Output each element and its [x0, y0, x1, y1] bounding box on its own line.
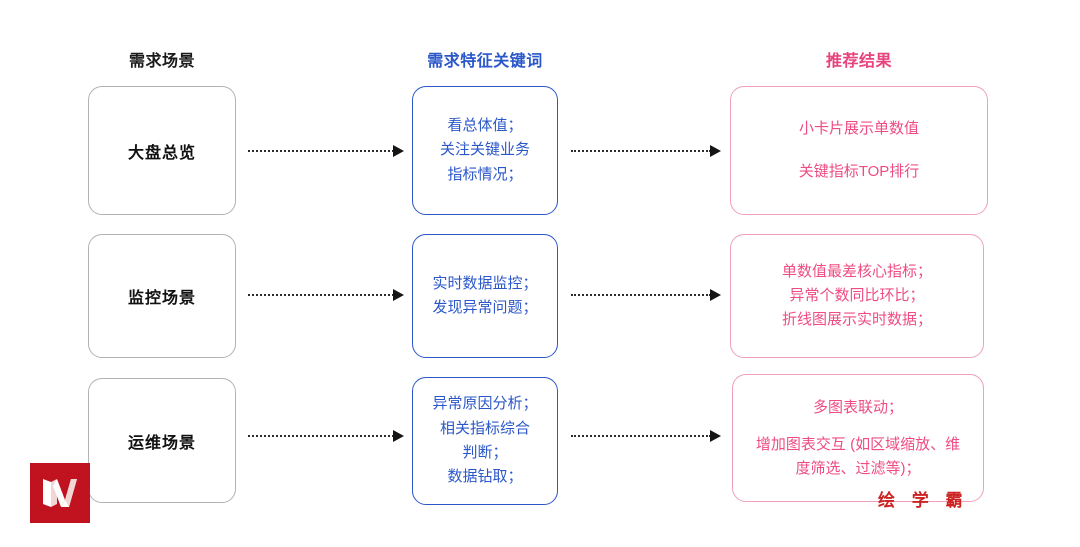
arrow-line [248, 294, 394, 296]
arrow-head-icon [393, 289, 404, 301]
column-heading-scene: 需求场景 [128, 53, 195, 70]
arrow-head-icon [710, 145, 721, 157]
keyword-card-3-line-4: 数据钻取； [447, 468, 523, 486]
arrow-line [571, 435, 711, 437]
arrow-line [571, 294, 711, 296]
result-card-3-line-1: 多图表联动； [812, 399, 903, 417]
keyword-card-3-line-3: 判断； [462, 444, 508, 461]
scene-card-3-label: 运维场景 [127, 434, 196, 452]
result-card-3[interactable]: 多图表联动； 增加图表交互 (如区域缩放、维度筛选、过滤等)； [732, 374, 984, 502]
result-card-2-line-3: 折线图展示实时数据； [781, 311, 932, 329]
result-card-3-line-2: 增加图表交互 (如区域缩放、维度筛选、过滤等)； [755, 436, 961, 477]
arrow-scene-to-keyword-3 [248, 430, 404, 442]
keyword-card-3-line-2: 相关指标综合 [439, 419, 530, 437]
scene-card-1[interactable]: 大盘总览 [88, 86, 236, 215]
keyword-card-2-line-1: 实时数据监控； [432, 274, 538, 292]
arrow-line [248, 435, 394, 437]
scene-card-2-label: 监控场景 [127, 290, 196, 307]
scene-card-3[interactable]: 运维场景 [88, 378, 236, 503]
keyword-card-1[interactable]: 看总体值； 关注关键业务 指标情况； [412, 86, 558, 215]
result-card-2[interactable]: 单数值最差核心指标； 异常个数同比环比； 折线图展示实时数据； [730, 234, 984, 358]
arrow-head-icon [393, 430, 404, 442]
result-card-1-line-1: 小卡片展示单数值 [798, 120, 919, 138]
keyword-card-2-line-2: 发现异常问题； [432, 299, 538, 316]
keyword-card-1-line-3: 指标情况； [447, 165, 523, 183]
result-card-2-line-2: 异常个数同比环比； [789, 286, 925, 304]
arrow-scene-to-keyword-2 [248, 289, 404, 301]
keyword-card-3-line-1: 异常原因分析； [432, 395, 538, 413]
result-card-2-line-1: 单数值最差核心指标； [781, 262, 932, 280]
keyword-card-3[interactable]: 异常原因分析； 相关指标综合 判断； 数据钻取； [412, 377, 558, 505]
arrow-keyword-to-result-2 [571, 289, 721, 301]
column-heading-result: 推荐结果 [825, 53, 892, 70]
brand-logo-icon [30, 463, 90, 523]
scene-card-1-label: 大盘总览 [127, 144, 196, 162]
arrow-line [571, 150, 711, 152]
arrow-keyword-to-result-3 [571, 430, 721, 442]
column-heading-keyword: 需求特征关键词 [427, 53, 543, 70]
result-card-1[interactable]: 小卡片展示单数值 关键指标TOP排行 [730, 86, 988, 215]
arrow-keyword-to-result-1 [571, 145, 721, 157]
scene-card-2[interactable]: 监控场景 [88, 234, 236, 358]
keyword-card-2[interactable]: 实时数据监控； 发现异常问题； [412, 234, 558, 358]
arrow-scene-to-keyword-1 [248, 145, 404, 157]
arrow-line [248, 150, 394, 152]
watermark-text: 绘 学 霸 [878, 491, 969, 510]
keyword-card-1-line-2: 关注关键业务 [439, 141, 530, 159]
arrow-head-icon [710, 430, 721, 442]
arrow-head-icon [393, 145, 404, 157]
keyword-card-1-line-1: 看总体值； [447, 117, 523, 135]
result-card-1-line-2: 关键指标TOP排行 [798, 162, 920, 180]
arrow-head-icon [710, 289, 721, 301]
